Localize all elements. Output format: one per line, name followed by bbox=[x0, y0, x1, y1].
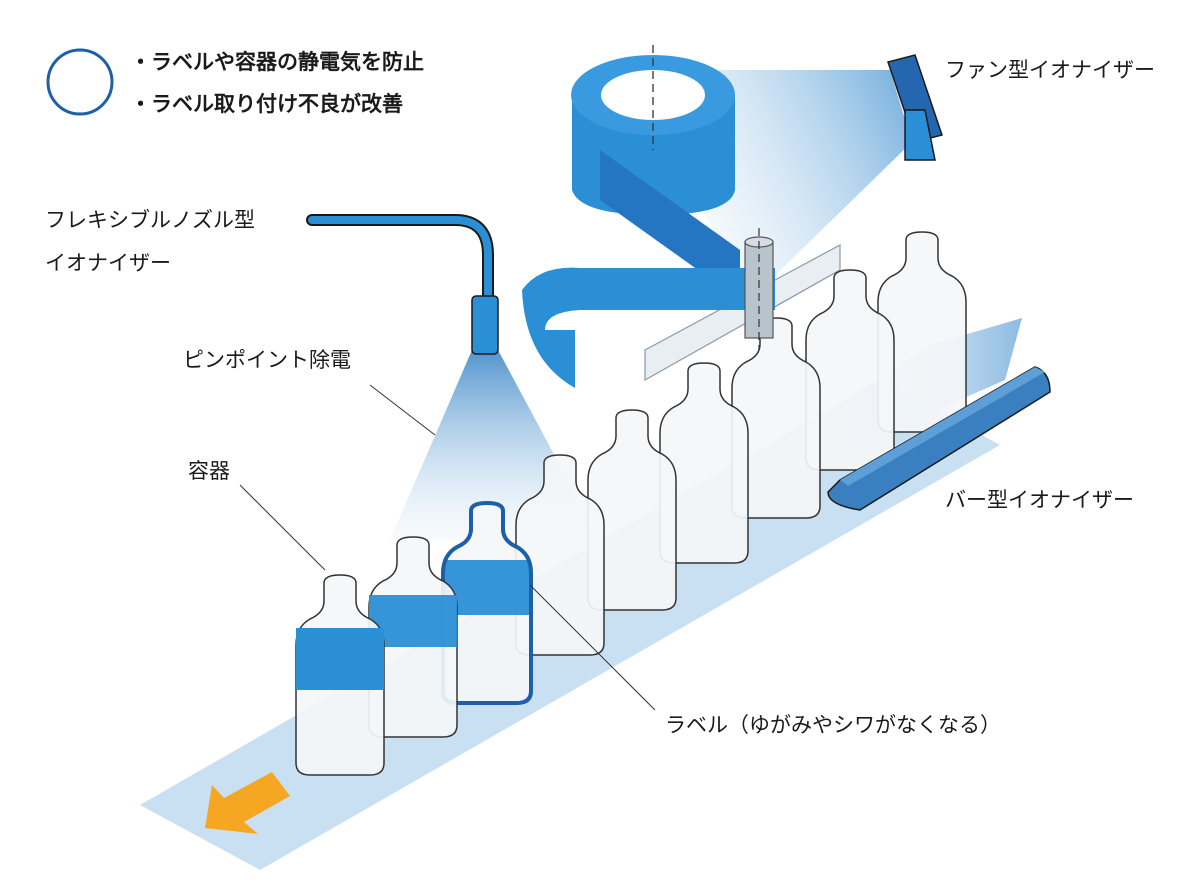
leader-line-pinpoint bbox=[369, 384, 436, 436]
bottles-group bbox=[295, 231, 967, 776]
direction-arrow bbox=[205, 772, 290, 834]
flexible-nozzle-ionizer bbox=[306, 214, 499, 355]
bottle-highlighted bbox=[441, 500, 533, 705]
fan-ionizer bbox=[887, 54, 943, 161]
flexible-nozzle-label-line2: イオナイザー bbox=[45, 251, 171, 275]
legend-circle bbox=[46, 48, 114, 116]
leader-line-container bbox=[239, 484, 326, 571]
label-note: ラベル（ゆがみやシワがなくなる） bbox=[665, 713, 1001, 737]
flexible-nozzle-label-line1: フレキシブルノズル型 bbox=[45, 208, 255, 232]
bar-ionizer-label: バー型イオナイザー bbox=[945, 488, 1134, 512]
container-label: 容器 bbox=[188, 459, 230, 483]
pinpoint-label: ピンポイント除電 bbox=[183, 348, 351, 372]
bar-ionizer bbox=[827, 366, 1051, 511]
legend-item-1: ・ラベルや容器の静電気を防止 bbox=[130, 50, 424, 74]
legend-item-2: ・ラベル取り付け不良が改善 bbox=[130, 92, 403, 116]
bottle-1 bbox=[295, 574, 385, 776]
label-roll bbox=[522, 45, 775, 388]
fan-ionizer-label: ファン型イオナイザー bbox=[945, 58, 1155, 82]
leader-line-label bbox=[529, 584, 656, 711]
roller-post bbox=[744, 228, 774, 350]
